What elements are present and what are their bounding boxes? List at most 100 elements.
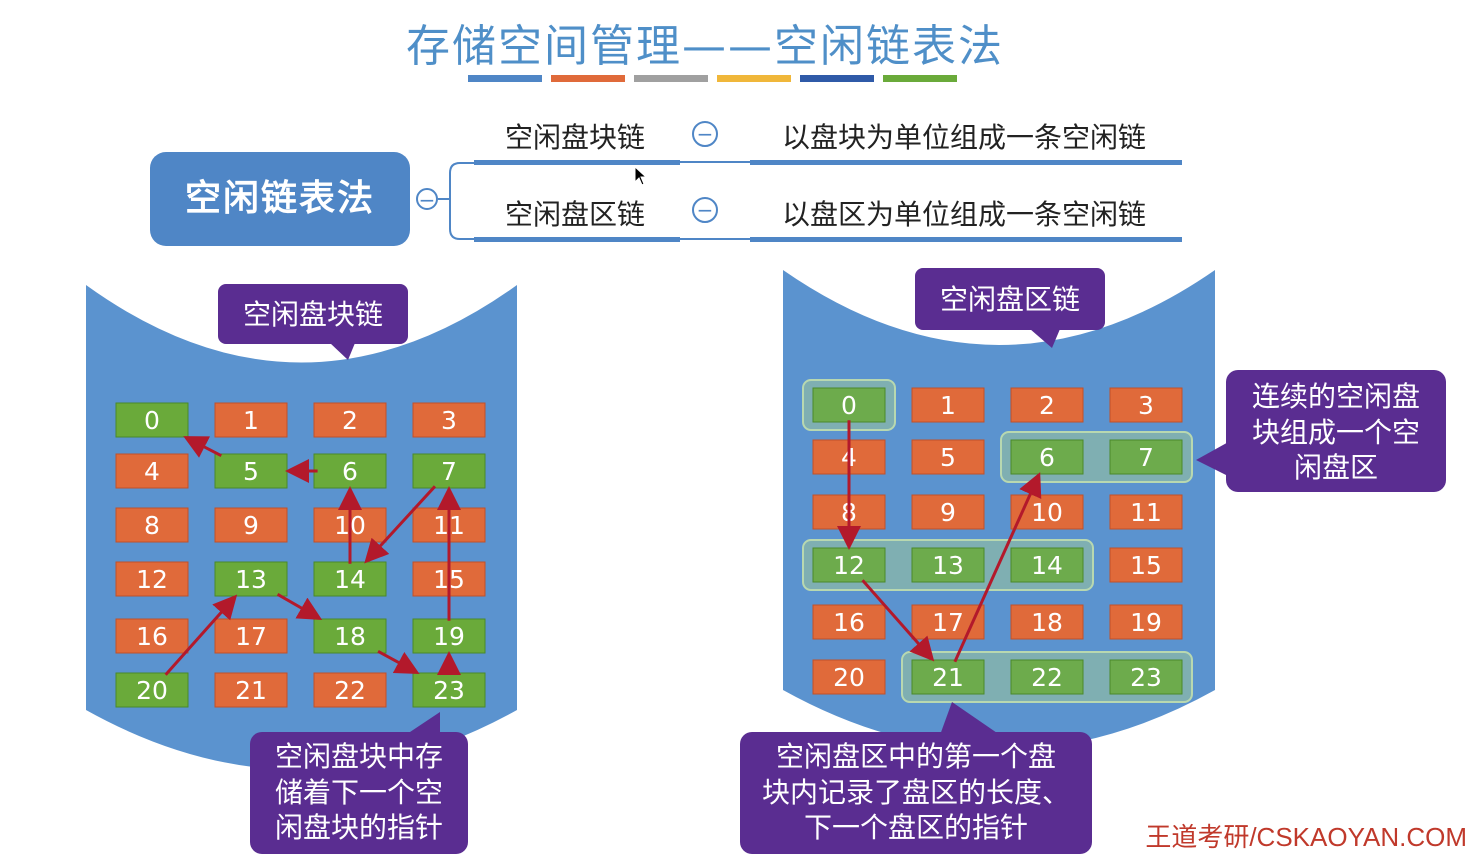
right-block-label-23: 23 [1130, 663, 1162, 692]
left-block-2 [313, 402, 387, 438]
right-block-label-21: 21 [932, 663, 964, 692]
uline-desc-2 [750, 237, 1182, 242]
right-block-22 [1010, 659, 1084, 695]
left-block-label-22: 22 [334, 676, 366, 705]
left-disk-cylinder [86, 285, 517, 770]
right-block-23 [1109, 659, 1183, 695]
side-note-line-3: 闲盘区 [1294, 451, 1378, 484]
left-note-line-2: 储着下一个空 [275, 776, 443, 809]
title-bar-0 [468, 75, 542, 82]
right-block-label-18: 18 [1031, 608, 1063, 637]
right-block-19 [1109, 604, 1183, 640]
uline-desc-1 [750, 160, 1182, 165]
right-block-14 [1010, 547, 1084, 583]
right-block-9 [911, 494, 985, 530]
right-block-13 [911, 547, 985, 583]
right-block-16 [812, 604, 886, 640]
left-block-19 [412, 618, 486, 654]
right-chain-arrow-1 [861, 579, 935, 662]
left-chain-arrow-1 [276, 593, 323, 620]
right-block-label-20: 20 [833, 663, 865, 692]
right-block-0 [812, 387, 886, 423]
left-block-label-21: 21 [235, 676, 267, 705]
left-block-label-7: 7 [441, 457, 457, 486]
left-block-label-6: 6 [342, 457, 358, 486]
left-block-22 [313, 672, 387, 708]
left-block-16 [115, 618, 189, 654]
right-block-20 [812, 659, 886, 695]
right-block-12 [812, 547, 886, 583]
left-note-line-1: 空闲盘块中存 [275, 740, 443, 773]
right-block-label-7: 7 [1138, 443, 1154, 472]
left-chain-arrow-8 [183, 436, 222, 458]
left-block-label-23: 23 [433, 676, 465, 705]
left-note-callout: 空闲盘块中存 储着下一个空 闲盘块的指针 [250, 712, 468, 854]
left-block-label-1: 1 [243, 406, 259, 435]
branch-desc-region-chain: 以盘区为单位组成一条空闲链 [782, 198, 1147, 231]
footer-brand: 王道考研/CSKAOYAN.COM [1145, 822, 1467, 852]
left-block-label-14: 14 [334, 565, 366, 594]
right-block-1 [911, 387, 985, 423]
right-block-6 [1010, 439, 1084, 475]
right-block-label-13: 13 [932, 551, 964, 580]
mindmap-connector [438, 162, 476, 240]
left-block-label-8: 8 [144, 511, 160, 540]
branch-2-collapse-icon[interactable]: − [692, 197, 718, 223]
mindmap-root-node[interactable]: 空闲链表法 [150, 152, 410, 246]
thin-line-branch-1 [680, 161, 750, 163]
page-title: 存储空间管理——空闲链表法 [406, 21, 1004, 72]
left-block-label-3: 3 [441, 406, 457, 435]
right-block-7 [1109, 439, 1183, 475]
right-chain-arrow-2 [953, 472, 1042, 663]
left-chain-arrow-2 [377, 649, 420, 674]
root-collapse-icon[interactable]: − [416, 188, 438, 210]
right-block-label-10: 10 [1031, 498, 1063, 527]
mouse-cursor-icon [634, 166, 648, 186]
left-block-0 [115, 402, 189, 438]
right-callout-title-text: 空闲盘区链 [940, 283, 1080, 316]
branch-label-region-chain[interactable]: 空闲盘区链 [505, 198, 646, 231]
left-block-12 [115, 561, 189, 597]
left-block-17 [214, 618, 288, 654]
left-block-4 [115, 453, 189, 489]
left-block-label-2: 2 [342, 406, 358, 435]
branch-label-block-chain[interactable]: 空闲盘块链 [505, 121, 646, 154]
left-block-1 [214, 402, 288, 438]
right-block-21 [911, 659, 985, 695]
side-note-line-1: 连续的空闲盘 [1252, 380, 1420, 413]
right-block-11 [1109, 494, 1183, 530]
left-block-label-18: 18 [334, 622, 366, 651]
left-block-label-20: 20 [136, 676, 168, 705]
right-block-label-22: 22 [1031, 663, 1063, 692]
right-block-label-11: 11 [1130, 498, 1162, 527]
title-bar-5 [883, 75, 957, 82]
left-block-21 [214, 672, 288, 708]
branch-1-collapse-icon[interactable]: − [692, 121, 718, 147]
left-chain-arrow-0 [164, 594, 238, 676]
right-block-label-14: 14 [1031, 551, 1063, 580]
left-block-7 [412, 453, 486, 489]
left-block-18 [313, 618, 387, 654]
thin-line-branch-2 [680, 238, 750, 240]
title-bar-1 [551, 75, 625, 82]
side-note-line-2: 块组成一个空 [1252, 416, 1420, 449]
right-block-label-17: 17 [932, 608, 964, 637]
left-chain-arrow-5 [364, 485, 437, 564]
right-note-line-3: 下一个盘区的指针 [804, 811, 1028, 844]
right-block-label-3: 3 [1138, 391, 1154, 420]
uline-branch-1 [474, 160, 680, 165]
left-block-label-17: 17 [235, 622, 267, 651]
right-block-2 [1010, 387, 1084, 423]
left-block-label-19: 19 [433, 622, 465, 651]
right-note-line-1: 空闲盘区中的第一个盘 [776, 740, 1056, 773]
right-note-line-2: 块内记录了盘区的长度、 [762, 776, 1070, 809]
left-block-label-13: 13 [235, 565, 267, 594]
right-note-callout: 空闲盘区中的第一个盘 块内记录了盘区的长度、 下一个盘区的指针 [740, 702, 1092, 854]
left-block-5 [214, 453, 288, 489]
left-block-label-9: 9 [243, 511, 259, 540]
left-block-label-12: 12 [136, 565, 168, 594]
left-block-13 [214, 561, 288, 597]
left-callout-title-text: 空闲盘块链 [243, 298, 383, 331]
left-block-label-5: 5 [243, 457, 259, 486]
right-block-label-1: 1 [940, 391, 956, 420]
